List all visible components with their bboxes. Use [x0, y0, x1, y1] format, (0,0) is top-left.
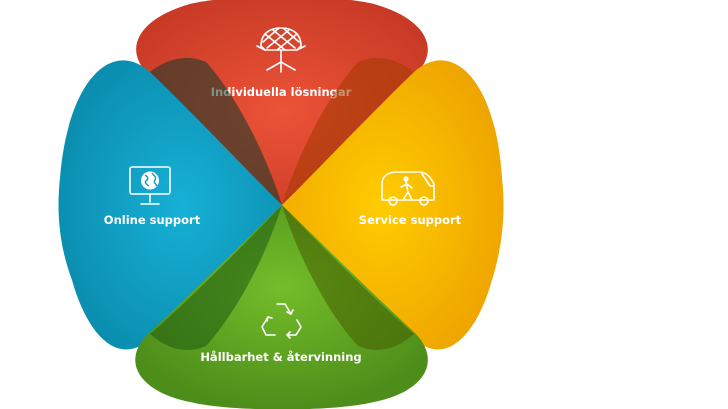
monitor-globe-icon: [129, 166, 171, 205]
petal-individual-label: Individuella lösningar: [211, 85, 352, 99]
petal-individual-shape: [136, 0, 428, 205]
petal-service-label: Service support: [359, 213, 462, 227]
petal-service[interactable]: Service support: [282, 60, 504, 350]
petal-sustainability[interactable]: Hållbarhet & återvinning: [135, 205, 428, 409]
petal-sustainability-label: Hållbarhet & återvinning: [200, 350, 361, 364]
petal-sustainability-shape: [135, 205, 428, 409]
recycle-icon: [261, 303, 302, 339]
chair-icon: [256, 27, 306, 73]
van-person-icon: [381, 171, 435, 206]
petal-online[interactable]: Online support: [58, 60, 283, 350]
petal-individual[interactable]: Individuella lösningar: [136, 0, 428, 205]
overlap-bands: [150, 57, 414, 350]
petal-online-label: Online support: [104, 213, 201, 227]
petal-online-shape: [58, 60, 282, 350]
